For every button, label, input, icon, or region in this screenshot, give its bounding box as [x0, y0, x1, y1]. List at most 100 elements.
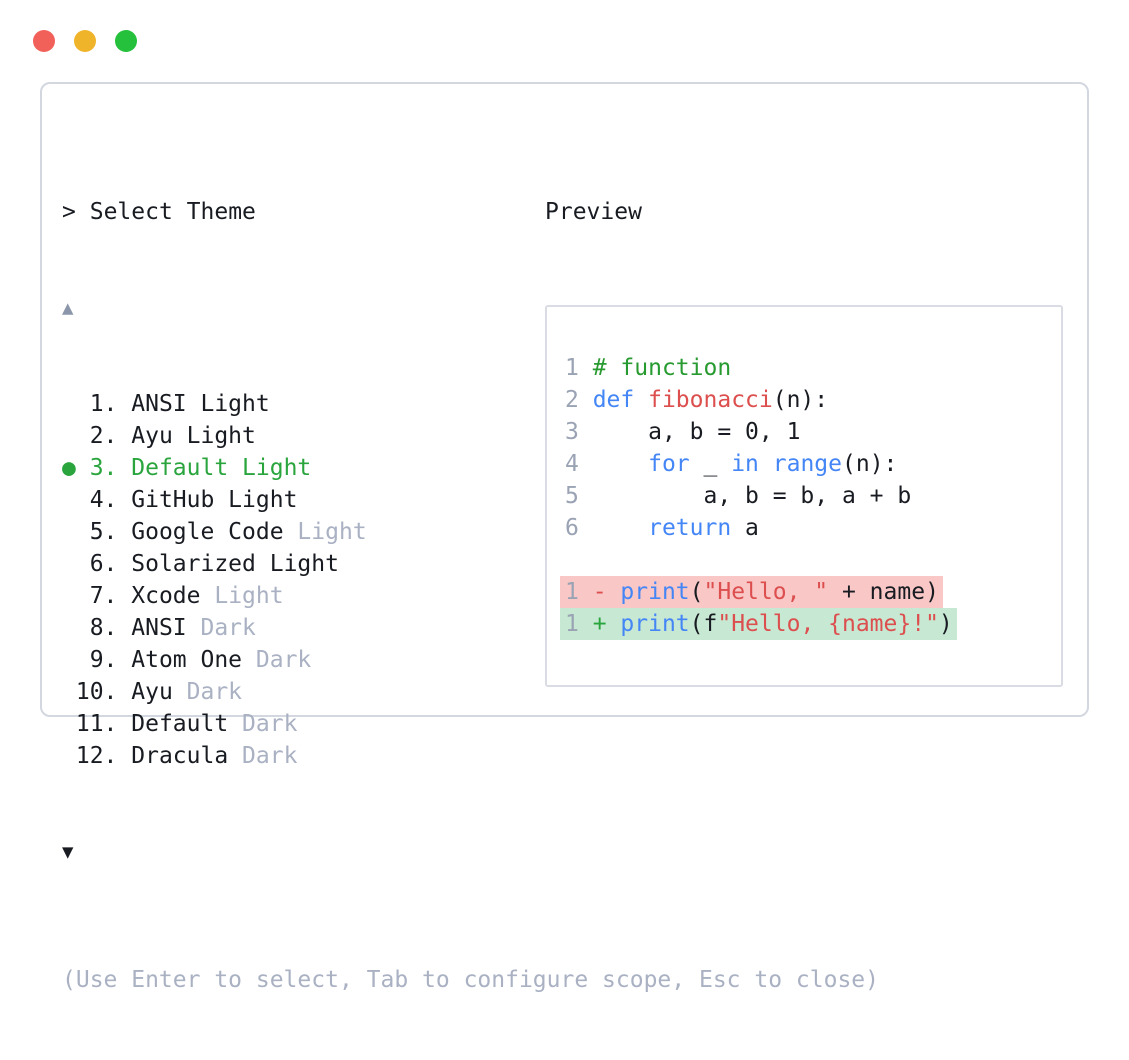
theme-picker-panel: > Select Theme ▲ 1. ANSI Light 2. Ayu Li…	[40, 82, 1089, 993]
bullet-placeholder	[62, 583, 76, 609]
line-number: 1	[565, 611, 593, 637]
theme-list-item[interactable]: 5. Google Code Light	[62, 516, 879, 548]
theme-item-variant: Dark	[228, 743, 298, 769]
theme-item-name: GitHub Light	[131, 487, 298, 513]
theme-item-name: Solarized Light	[131, 551, 339, 577]
theme-list-item[interactable]: 1. ANSI Light	[62, 388, 879, 420]
diff-added-line: 1 + print(f"Hello, {name}!")	[560, 608, 957, 640]
token-function: fibonacci	[648, 387, 773, 413]
line-number: 5	[565, 483, 593, 509]
window-controls	[33, 30, 137, 52]
minimize-button-icon[interactable]	[74, 30, 96, 52]
theme-item-name: Ayu	[131, 679, 173, 705]
theme-list-item[interactable]: 6. Solarized Light	[62, 548, 879, 580]
theme-item-name: Default	[131, 711, 229, 737]
token-plain: + name)	[828, 579, 939, 605]
token-keyword: def	[592, 387, 635, 413]
picker-title: > Select Theme	[62, 196, 879, 228]
theme-item-variant: Dark	[228, 711, 298, 737]
theme-item-number: 5.	[75, 519, 132, 545]
bullet-placeholder	[62, 679, 76, 705]
token-comment: # function	[592, 355, 732, 381]
theme-item-name: ANSI Light	[131, 391, 270, 417]
diff-removed-line: 1 - print("Hello, " + name)	[560, 576, 943, 608]
token-diff-plus: +	[592, 611, 621, 637]
preview-title: Preview	[545, 199, 642, 225]
line-number: 2	[565, 387, 593, 413]
scroll-up-icon[interactable]: ▲	[62, 297, 74, 319]
theme-item-variant: Light	[283, 519, 367, 545]
theme-item-number: 10.	[75, 679, 132, 705]
help-text: (Use Enter to select, Tab to configure s…	[62, 967, 879, 993]
code-line: 2 def fibonacci(n):	[565, 384, 828, 416]
theme-item-variant: Dark	[172, 679, 243, 705]
theme-item-name: Google Code	[131, 519, 284, 545]
theme-item-name: Dracula	[131, 743, 229, 769]
token-keyword: print	[620, 579, 690, 605]
token-plain	[759, 451, 773, 477]
token-plain: (n):	[772, 387, 829, 413]
picker-title-label: Select Theme	[89, 199, 256, 225]
bullet-placeholder	[62, 647, 76, 673]
theme-item-number: 4.	[75, 487, 132, 513]
theme-item-number: 2.	[75, 423, 132, 449]
theme-item-variant: Dark	[186, 615, 256, 641]
token-string: "Hello, "	[703, 579, 829, 605]
token-plain: a, b = b, a + b	[592, 483, 912, 509]
token-keyword: return	[648, 515, 732, 541]
theme-list-item[interactable]: ● 3. Default Light	[62, 452, 879, 484]
maximize-button-icon[interactable]	[115, 30, 137, 52]
theme-item-name: ANSI	[131, 615, 187, 641]
theme-item-number: 12.	[75, 743, 132, 769]
bullet-placeholder	[62, 487, 76, 513]
theme-list-item[interactable]: 2. Ayu Light	[62, 420, 879, 452]
token-plain: (n):	[842, 451, 898, 477]
line-number: 6	[565, 515, 593, 541]
theme-item-name: Xcode	[131, 583, 201, 609]
token-plain: a	[731, 515, 759, 541]
theme-item-number: 1.	[75, 391, 132, 417]
code-line: 3 a, b = 0, 1	[565, 416, 800, 448]
theme-item-number: 6.	[75, 551, 132, 577]
code-line: 6 return a	[565, 512, 759, 544]
theme-item-number: 7.	[75, 583, 132, 609]
token-plain	[593, 515, 648, 541]
bullet-placeholder	[62, 711, 76, 737]
theme-item-variant: Dark	[242, 647, 312, 673]
scroll-down-icon[interactable]: ▼	[62, 841, 74, 863]
selected-bullet-icon: ●	[62, 455, 76, 481]
code-line: 5 a, b = b, a + b	[565, 480, 911, 512]
bullet-placeholder	[62, 551, 76, 577]
theme-item-variant: Light	[200, 583, 284, 609]
token-plain: )	[938, 611, 953, 637]
token-plain: (	[689, 579, 704, 605]
code-line: 1 # function	[565, 352, 731, 384]
bullet-placeholder	[62, 519, 76, 545]
token-keyword: for	[648, 451, 690, 477]
token-plain	[593, 451, 648, 477]
token-plain	[634, 387, 648, 413]
token-string: "Hello, {name}!"	[717, 611, 939, 637]
theme-list-item[interactable]: 8. ANSI Dark	[62, 612, 879, 644]
bullet-placeholder	[62, 615, 76, 641]
token-diff-minus: -	[592, 579, 621, 605]
theme-list-item[interactable]: 4. GitHub Light	[62, 484, 879, 516]
theme-list-item[interactable]: 11. Default Dark	[62, 708, 879, 740]
close-button-icon[interactable]	[33, 30, 55, 52]
theme-item-number: 8.	[75, 615, 132, 641]
line-number: 1	[565, 355, 593, 381]
theme-list-item[interactable]: 7. Xcode Light	[62, 580, 879, 612]
theme-item-number: 3.	[75, 455, 132, 481]
theme-list-item[interactable]: 9. Atom One Dark	[62, 644, 879, 676]
line-number: 3	[565, 419, 593, 445]
theme-item-name: Default Light	[131, 455, 312, 481]
prompt-symbol: >	[62, 199, 76, 225]
token-keyword: in	[731, 451, 759, 477]
token-plain: _	[689, 451, 732, 477]
theme-item-number: 11.	[75, 711, 132, 737]
line-number: 1	[565, 579, 593, 605]
theme-item-number: 9.	[75, 647, 132, 673]
theme-list-item[interactable]: 10. Ayu Dark	[62, 676, 879, 708]
